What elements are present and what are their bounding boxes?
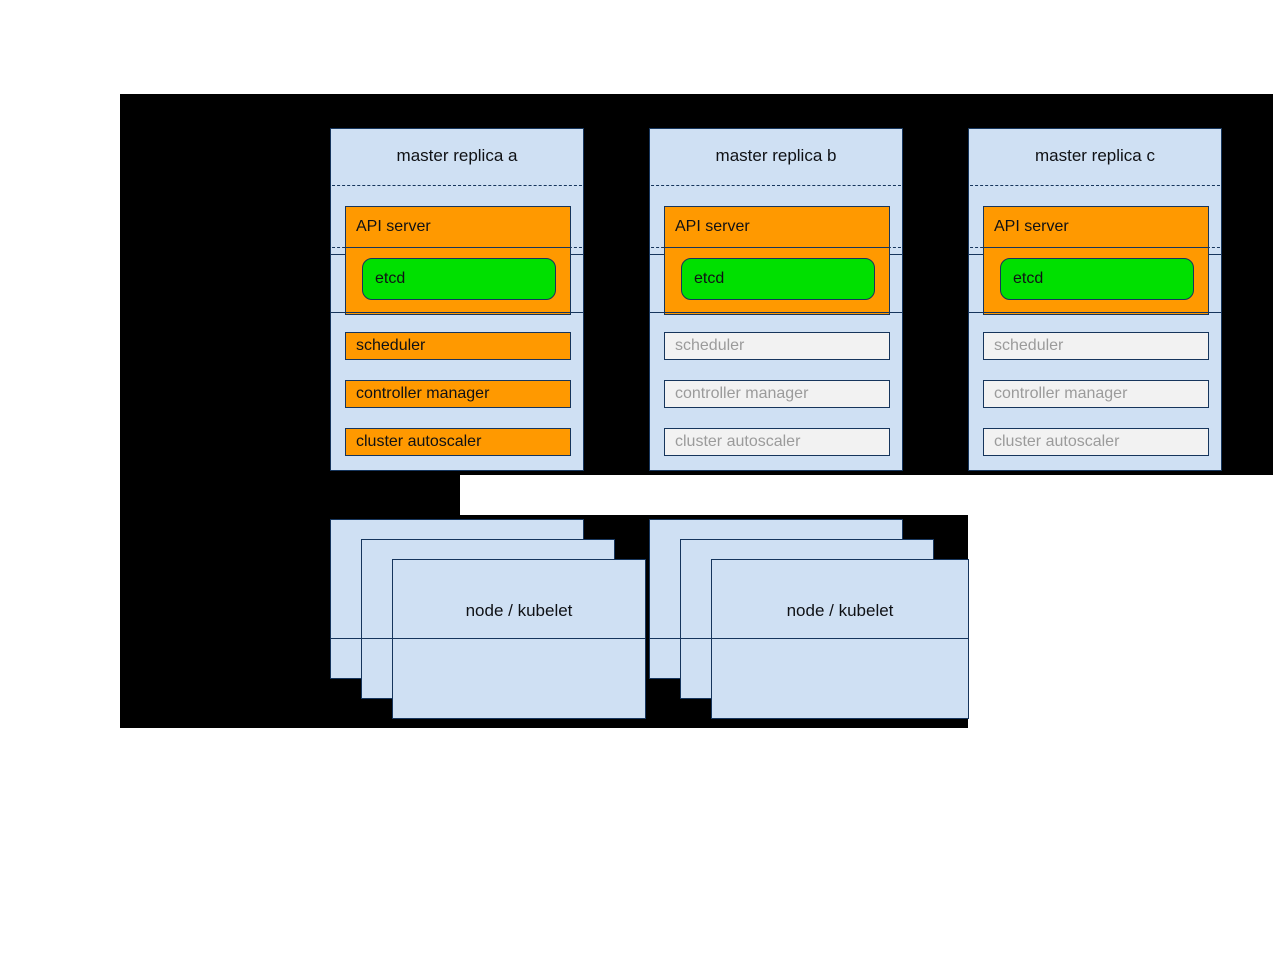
node-stack-1-label: node / kubelet [465, 601, 573, 620]
master-replica-a-scheduler[interactable]: scheduler [345, 332, 571, 360]
node-stack-2[interactable]: node / kubelet [711, 559, 969, 719]
master-replica-a-api-server[interactable]: API server [345, 206, 571, 248]
master-replica-c-cluster-autoscaler[interactable]: cluster autoscaler [983, 428, 1209, 456]
master-replica-a-cluster-autoscaler[interactable]: cluster autoscaler [345, 428, 571, 456]
master-replica-c-title: master replica c [1035, 146, 1155, 165]
master-replica-c-divider-top [969, 185, 1221, 186]
master-replica-a-rule-bottom [331, 312, 583, 313]
master-replica-b-cluster-autoscaler[interactable]: cluster autoscaler [664, 428, 890, 456]
master-replica-b-controller-manager[interactable]: controller manager [664, 380, 890, 408]
master-replica-b-divider-top [650, 185, 902, 186]
master-replica-b-etcd[interactable]: etcd [681, 258, 875, 300]
master-replica-c-controller-manager[interactable]: controller manager [983, 380, 1209, 408]
node-stack-1[interactable]: node / kubelet [392, 559, 646, 719]
master-replica-b-api-server[interactable]: API server [664, 206, 890, 248]
master-replica-c-scheduler[interactable]: scheduler [983, 332, 1209, 360]
master-replica-c[interactable]: master replica c API server etcd schedul… [968, 128, 1222, 471]
master-replica-b-title: master replica b [715, 146, 837, 165]
master-replica-c-rule-bottom [969, 312, 1221, 313]
master-replica-a-controller-manager[interactable]: controller manager [345, 380, 571, 408]
master-replica-c-etcd[interactable]: etcd [1000, 258, 1194, 300]
master-replica-c-api-server[interactable]: API server [983, 206, 1209, 248]
master-replica-b-rule-bottom [650, 312, 902, 313]
node-stack-2-label: node / kubelet [786, 601, 894, 620]
master-replica-b-scheduler[interactable]: scheduler [664, 332, 890, 360]
master-replica-c-etcd-host: etcd [983, 247, 1209, 315]
master-replica-b-etcd-host: etcd [664, 247, 890, 315]
master-replica-a[interactable]: master replica a API server etcd schedul… [330, 128, 584, 471]
master-replica-a-title: master replica a [396, 146, 518, 165]
master-replica-a-etcd-host: etcd [345, 247, 571, 315]
master-replica-a-etcd[interactable]: etcd [362, 258, 556, 300]
node-stack-1-rule [330, 638, 646, 639]
node-stack-2-rule [649, 638, 969, 639]
master-replica-a-divider-top [331, 185, 583, 186]
master-replica-b[interactable]: master replica b API server etcd schedul… [649, 128, 903, 471]
